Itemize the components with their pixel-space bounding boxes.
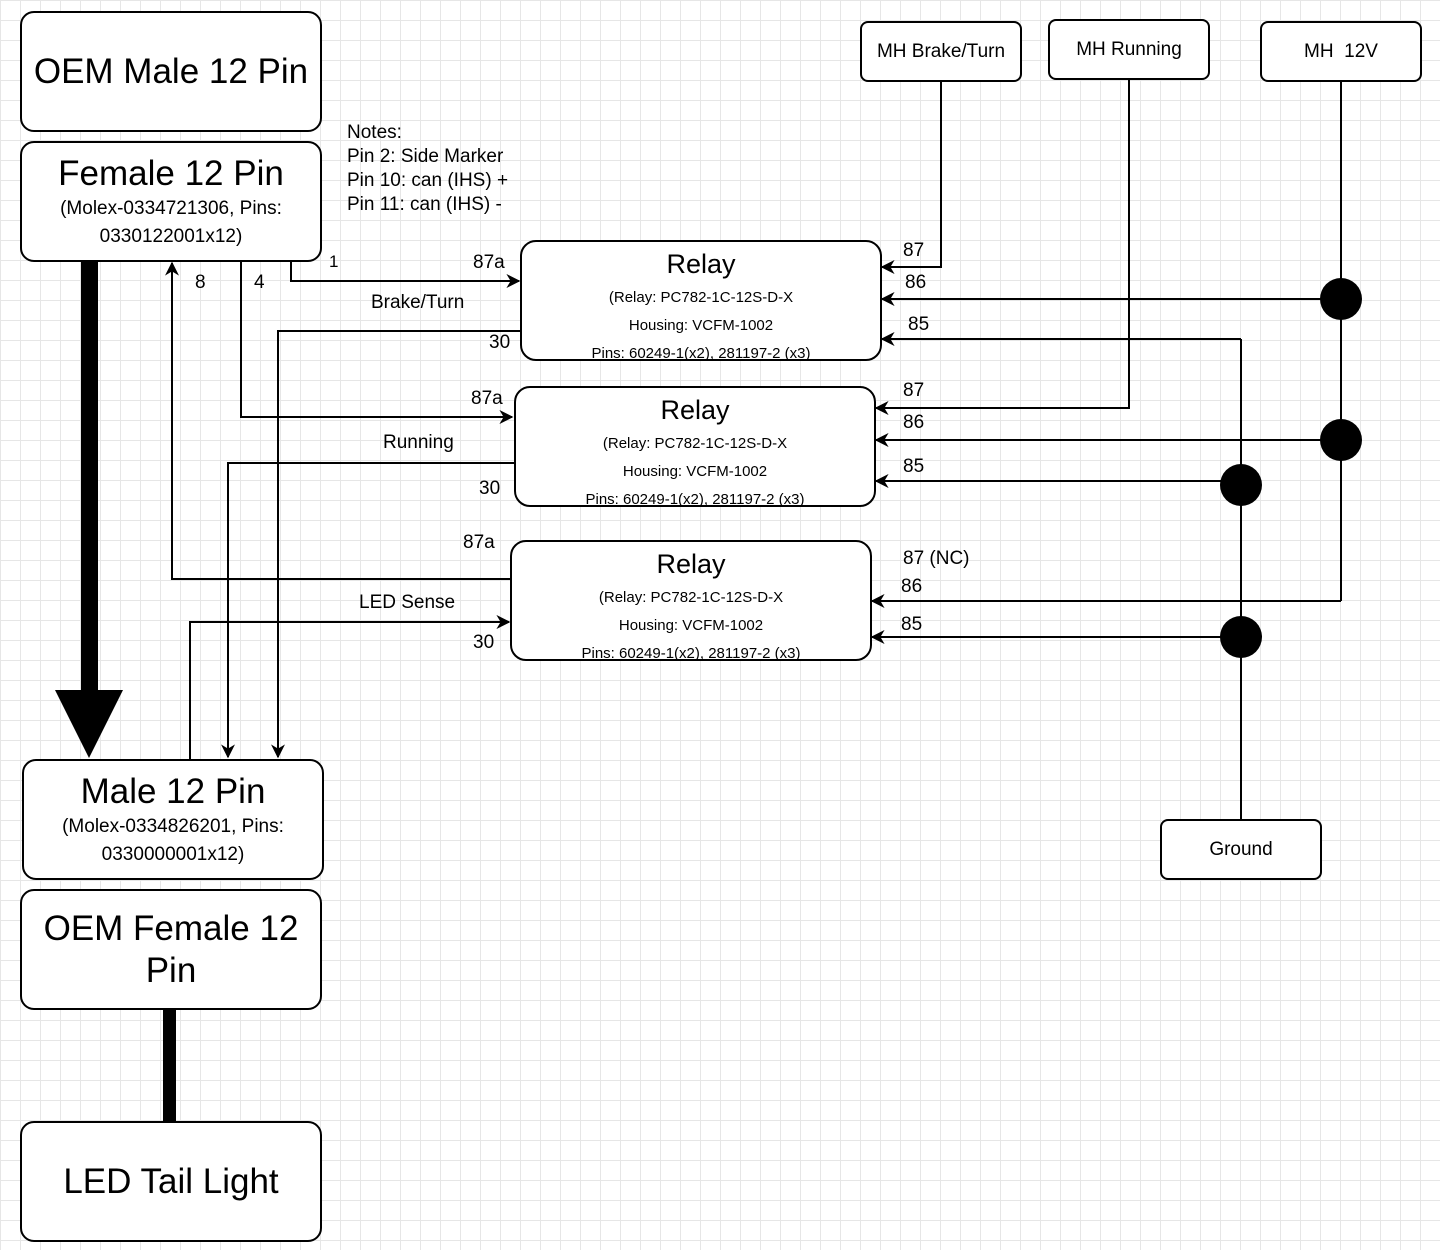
relay-1-box: Relay (Relay: PC782-1C-12S-D-X Housing: … xyxy=(520,240,882,361)
relay-part: (Relay: PC782-1C-12S-D-X xyxy=(602,435,788,452)
wire-relay2-30-male xyxy=(221,462,514,759)
wire-mh-brake-relay1 xyxy=(880,81,942,274)
female-title: Female 12 Pin xyxy=(58,153,284,193)
mh-brake-label: MH Brake/Turn xyxy=(876,40,1006,62)
notes-line: Pin 2: Side Marker xyxy=(347,146,504,167)
relay-part: (Relay: PC782-1C-12S-D-X xyxy=(608,289,794,306)
relay-pins: Pins: 60249-1(x2), 281197-2 (x3) xyxy=(581,645,801,661)
relay-title: Relay xyxy=(656,549,726,579)
mh-running-label: MH Running xyxy=(1076,38,1182,60)
pin-4-label: 4 xyxy=(254,272,265,293)
relay-1-87-label: 87 xyxy=(903,240,925,261)
female-12-pin-box: Female 12 Pin (Molex-0334721306, Pins: 0… xyxy=(20,141,322,262)
mh-running-box: MH Running xyxy=(1048,19,1210,80)
relay-pins: Pins: 60249-1(x2), 281197-2 (x3) xyxy=(591,345,811,361)
harness-arrow-head xyxy=(55,690,123,758)
pin-1-label: 1 xyxy=(329,252,339,271)
relay-1-85-label: 85 xyxy=(908,314,930,335)
ground-box: Ground xyxy=(1160,819,1322,880)
relay-3-87a-label: 87a xyxy=(463,532,495,553)
female-line2: 0330122001x12) xyxy=(99,225,243,247)
male-line2: 0330000001x12) xyxy=(101,843,245,865)
notes-line: Pin 11: can (IHS) - xyxy=(347,194,502,215)
relay-2-86-label: 86 xyxy=(903,412,925,433)
mh-12v-box: MH 12V xyxy=(1260,21,1422,82)
pin-8-label: 8 xyxy=(195,272,206,293)
relay-1-87a-label: 87a xyxy=(473,252,505,273)
wire-pin4-relay2 xyxy=(240,262,514,424)
male-12-pin-box: Male 12 Pin (Molex-0334826201, Pins: 033… xyxy=(22,759,324,880)
relay-2-87a-label: 87a xyxy=(471,388,503,409)
wire-mh-running-relay2 xyxy=(874,79,1130,415)
relay-housing: Housing: VCFM-1002 xyxy=(628,317,774,334)
wire-relay1-30-male xyxy=(271,330,520,759)
relay-pins: Pins: 60249-1(x2), 281197-2 (x3) xyxy=(585,491,805,507)
tail-light-label: LED Tail Light xyxy=(63,1161,279,1201)
male-line1: (Molex-0334826201, Pins: xyxy=(62,815,284,837)
notes-line: Pin 10: can (IHS) + xyxy=(347,170,509,191)
junction-dot xyxy=(1220,464,1262,506)
relay-title: Relay xyxy=(660,395,730,425)
female-line1: (Molex-0334721306, Pins: xyxy=(60,197,282,219)
led-tail-light-box: LED Tail Light xyxy=(20,1121,322,1242)
relay-3-box: Relay (Relay: PC782-1C-12S-D-X Housing: … xyxy=(510,540,872,661)
mh-12v-label: MH 12V xyxy=(1304,40,1378,62)
notes: Notes: Pin 2: Side Marker Pin 10: can (I… xyxy=(347,121,508,217)
relay-2-87-label: 87 xyxy=(903,380,925,401)
oem-female-line2: Pin xyxy=(145,950,197,990)
mh-brake-turn-box: MH Brake/Turn xyxy=(860,21,1022,82)
relay-2-box: Relay (Relay: PC782-1C-12S-D-X Housing: … xyxy=(514,386,876,507)
led-sense-signal-label: LED Sense xyxy=(359,592,456,613)
relay-housing: Housing: VCFM-1002 xyxy=(618,617,764,634)
relay-3-87-nc-label: 87 (NC) xyxy=(903,548,970,569)
tail-harness-line xyxy=(163,1009,176,1121)
relay-2-85-label: 85 xyxy=(903,456,925,477)
running-signal-label: Running xyxy=(383,432,454,453)
oem-female-12-pin-box: OEM Female 12 Pin xyxy=(20,889,322,1010)
junction-dot xyxy=(1220,616,1262,658)
wire-pin1-relay1 xyxy=(290,262,521,288)
relay-1-86-label: 86 xyxy=(905,272,927,293)
notes-line: Notes: xyxy=(347,122,402,143)
male-title: Male 12 Pin xyxy=(80,771,266,811)
relay-1-30-label: 30 xyxy=(489,332,511,353)
brake-turn-signal-label: Brake/Turn xyxy=(371,292,465,313)
harness-thick-line xyxy=(81,262,98,702)
junction-dot xyxy=(1320,278,1362,320)
ground-label: Ground xyxy=(1209,838,1273,860)
junction-dot xyxy=(1320,419,1362,461)
relay-part: (Relay: PC782-1C-12S-D-X xyxy=(598,589,784,606)
oem-male-label: OEM Male 12 Pin xyxy=(33,51,309,91)
relay-2-30-label: 30 xyxy=(479,478,501,499)
oem-male-12-pin-box: OEM Male 12 Pin xyxy=(20,11,322,132)
relay-title: Relay xyxy=(666,249,736,279)
wire-relay3-pin8 xyxy=(165,261,510,580)
oem-female-line1: OEM Female 12 xyxy=(43,908,299,948)
relay-housing: Housing: VCFM-1002 xyxy=(622,463,768,480)
relay-3-30-label: 30 xyxy=(473,632,495,653)
relay-3-85-label: 85 xyxy=(901,614,923,635)
wire-male-relay3-30 xyxy=(189,615,511,759)
relay-3-86-label: 86 xyxy=(901,576,923,597)
